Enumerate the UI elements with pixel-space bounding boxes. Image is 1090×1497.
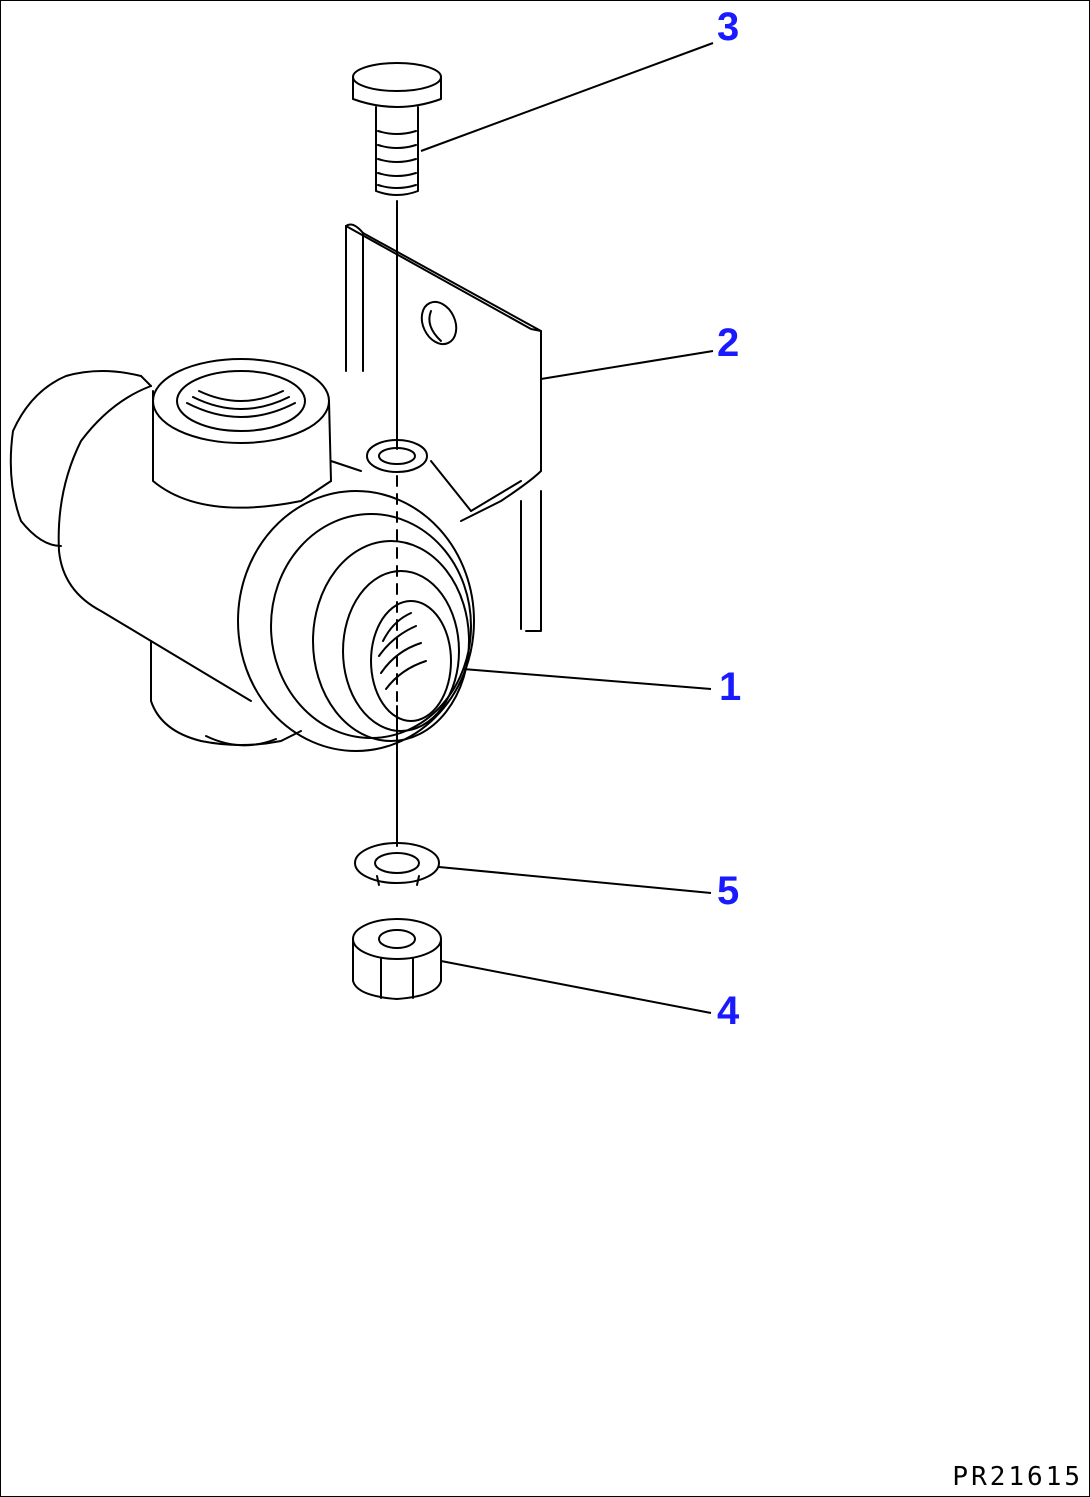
valve-body-part xyxy=(9,358,475,752)
callout-4: 4 xyxy=(717,989,740,1033)
callout-1: 1 xyxy=(719,665,742,709)
leader-line-5 xyxy=(438,866,712,894)
nut-part xyxy=(352,918,442,1000)
callout-2: 2 xyxy=(717,321,740,365)
bracket-part xyxy=(345,223,542,632)
bolt-part xyxy=(352,62,442,196)
leader-line-1 xyxy=(462,668,712,690)
leader-lines xyxy=(420,42,714,1014)
washer-part xyxy=(354,842,440,886)
leader-line-4 xyxy=(440,960,712,1014)
leader-line-3 xyxy=(420,42,714,152)
callout-3: 3 xyxy=(717,5,740,49)
leader-line-2 xyxy=(540,350,714,380)
reference-code: PR21615 xyxy=(952,1462,1083,1492)
callout-5: 5 xyxy=(717,869,740,913)
